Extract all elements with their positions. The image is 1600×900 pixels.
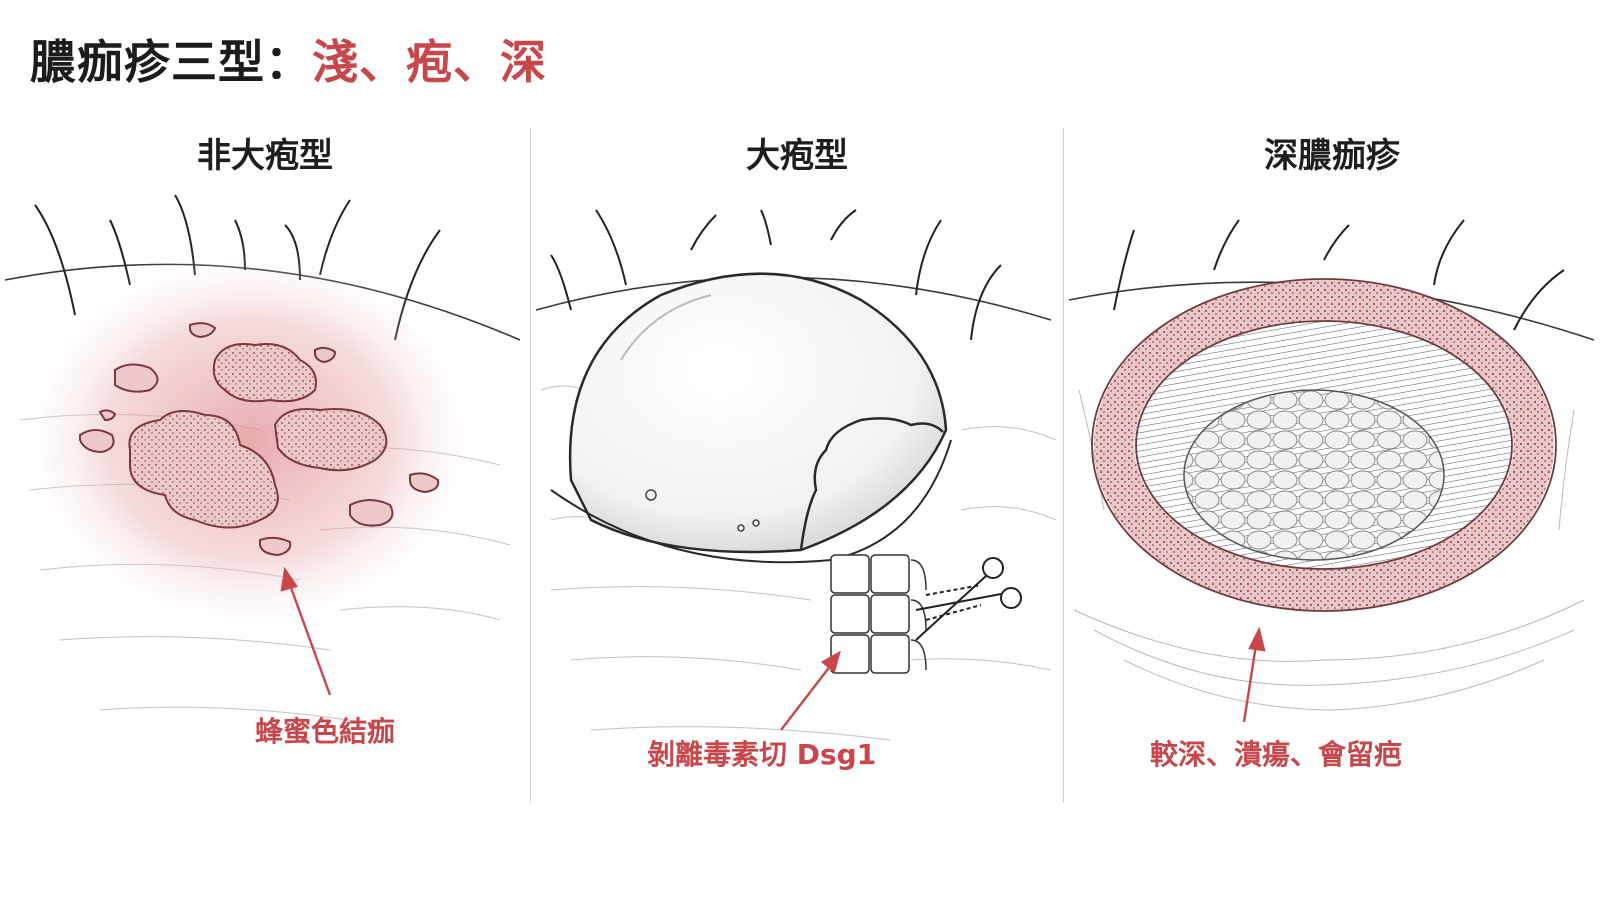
page-title-accent: 淺、疱、深 <box>312 35 547 89</box>
ulcer-crust-texture <box>1094 280 1554 610</box>
ulcer-crust-outline-outer <box>1091 278 1557 612</box>
ulcer-base <box>1183 389 1445 561</box>
panel-non-bullous: 非大疱型 <box>0 120 530 810</box>
scissors-icon <box>915 557 1022 641</box>
panel-bullous-heading: 大疱型 <box>746 136 848 176</box>
callout-arrow-2 <box>780 650 841 731</box>
bulla-highlight <box>620 294 712 361</box>
crust-texture <box>129 344 387 528</box>
bulla-bubbles <box>645 489 760 532</box>
non-bullous-illustration <box>4 194 521 726</box>
hair-strands <box>550 209 1002 341</box>
callout-arrow-3 <box>1242 626 1266 723</box>
bullous-illustration <box>535 209 1057 741</box>
callout-arrow-1 <box>280 566 332 696</box>
page-title-main: 膿痂疹三型： <box>30 35 312 89</box>
callout-honey-crust: 蜂蜜色結痂 <box>255 715 396 748</box>
panel-divider-2 <box>1063 128 1064 803</box>
bulla-rupture-edge <box>799 417 944 551</box>
callout-exfoliative-toxin: 剝離毒素切 Dsg1 <box>647 738 877 771</box>
bulla-blister <box>568 272 948 554</box>
hair-strands <box>1113 219 1565 331</box>
panel-ecthyma: 深膿痂疹 <box>1064 120 1600 810</box>
callout-deep-ulcer: 較深、潰瘍、會留疤 <box>1150 738 1403 771</box>
ecthyma-illustration <box>1068 219 1595 723</box>
ulcer-crust-outline-inner <box>1135 320 1513 570</box>
erythema-area <box>10 240 490 640</box>
panel-ecthyma-heading: 深膿痂疹 <box>1264 136 1400 176</box>
panel-bullous: 大疱型 <box>531 120 1063 810</box>
panel-divider-1 <box>530 128 531 803</box>
page-title: 膿痂疹三型：淺、疱、深 <box>30 26 547 92</box>
panel-non-bullous-heading: 非大疱型 <box>197 136 333 176</box>
bulla-base <box>550 439 952 564</box>
cell-junction-diagram <box>830 554 927 674</box>
